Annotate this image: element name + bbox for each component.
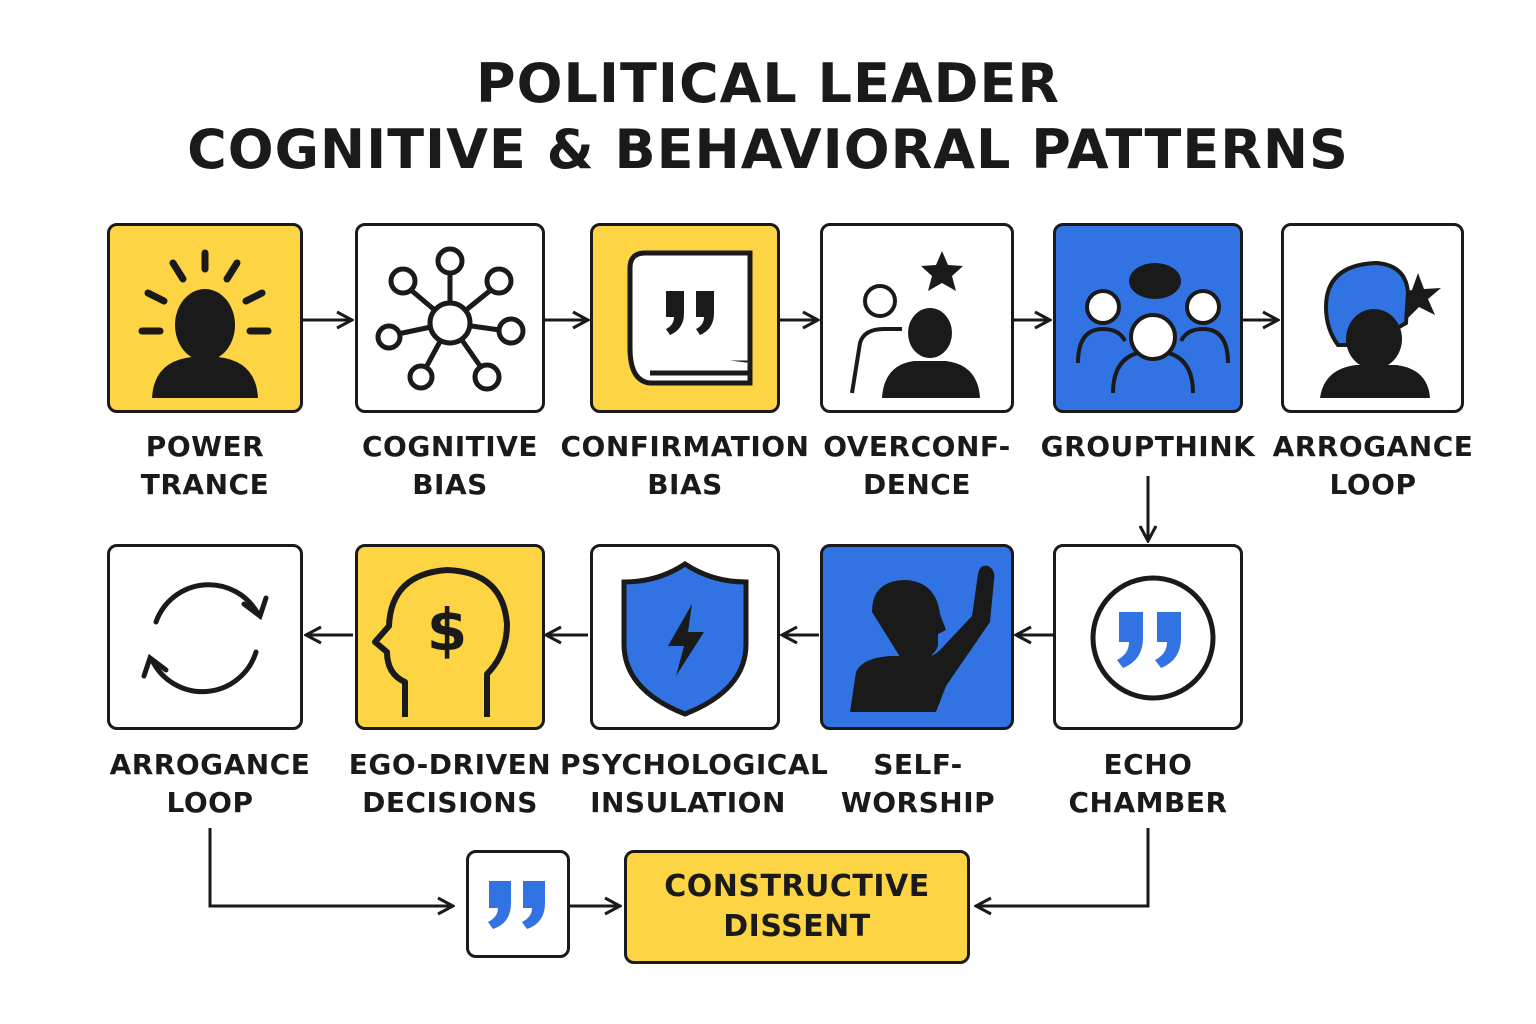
head-star-icon <box>1319 260 1441 398</box>
arrow-loop-to-quote <box>208 828 453 906</box>
cycle-arrows-icon <box>141 582 269 695</box>
quote-circle-icon <box>1090 575 1216 701</box>
self-worship-box <box>820 544 1014 730</box>
power-trance-box <box>107 223 303 413</box>
person-star-icon <box>850 251 980 398</box>
ego-driven-decisions-box: $ <box>355 544 545 730</box>
head-dollar-icon: $ <box>372 567 510 717</box>
psychological-insulation-box <box>590 544 780 730</box>
label-groupthink: GROUPTHINK <box>1040 430 1256 463</box>
overconfidence-box <box>820 223 1014 413</box>
group-people-icon <box>1076 263 1230 394</box>
arrogance-loop-box-1 <box>1281 223 1464 413</box>
constructive-dissent-box: CONSTRUCTIVE DISSENT <box>624 850 970 964</box>
title-line-2: COGNITIVE & BEHAVIORAL PATTERNS <box>187 118 1349 181</box>
cognitive-bias-box <box>355 223 545 413</box>
final-line-2: DISSENT <box>723 909 871 944</box>
quote-book-icon <box>627 250 753 386</box>
groupthink-box <box>1053 223 1243 413</box>
label-self-worship: SELF-WORSHIP <box>840 748 996 819</box>
label-overconfidence: OVERCONF-DENCE <box>823 430 1011 501</box>
arrogance-loop-box-2 <box>107 544 303 730</box>
small-quote-box <box>466 850 570 958</box>
confirmation-bias-box <box>590 223 780 413</box>
shield-bolt-icon <box>621 560 749 717</box>
svg-text:$: $ <box>427 596 467 664</box>
network-nodes-icon <box>375 246 526 392</box>
person-raised-hand-icon <box>850 565 995 712</box>
title-line-1: POLITICAL LEADER <box>476 52 1060 115</box>
quote-marks-icon <box>488 881 545 929</box>
head-radiating-icon <box>138 249 272 398</box>
echo-chamber-box <box>1053 544 1243 730</box>
arrow-echo-to-dissent <box>976 828 1150 906</box>
final-line-1: CONSTRUCTIVE <box>664 869 930 904</box>
